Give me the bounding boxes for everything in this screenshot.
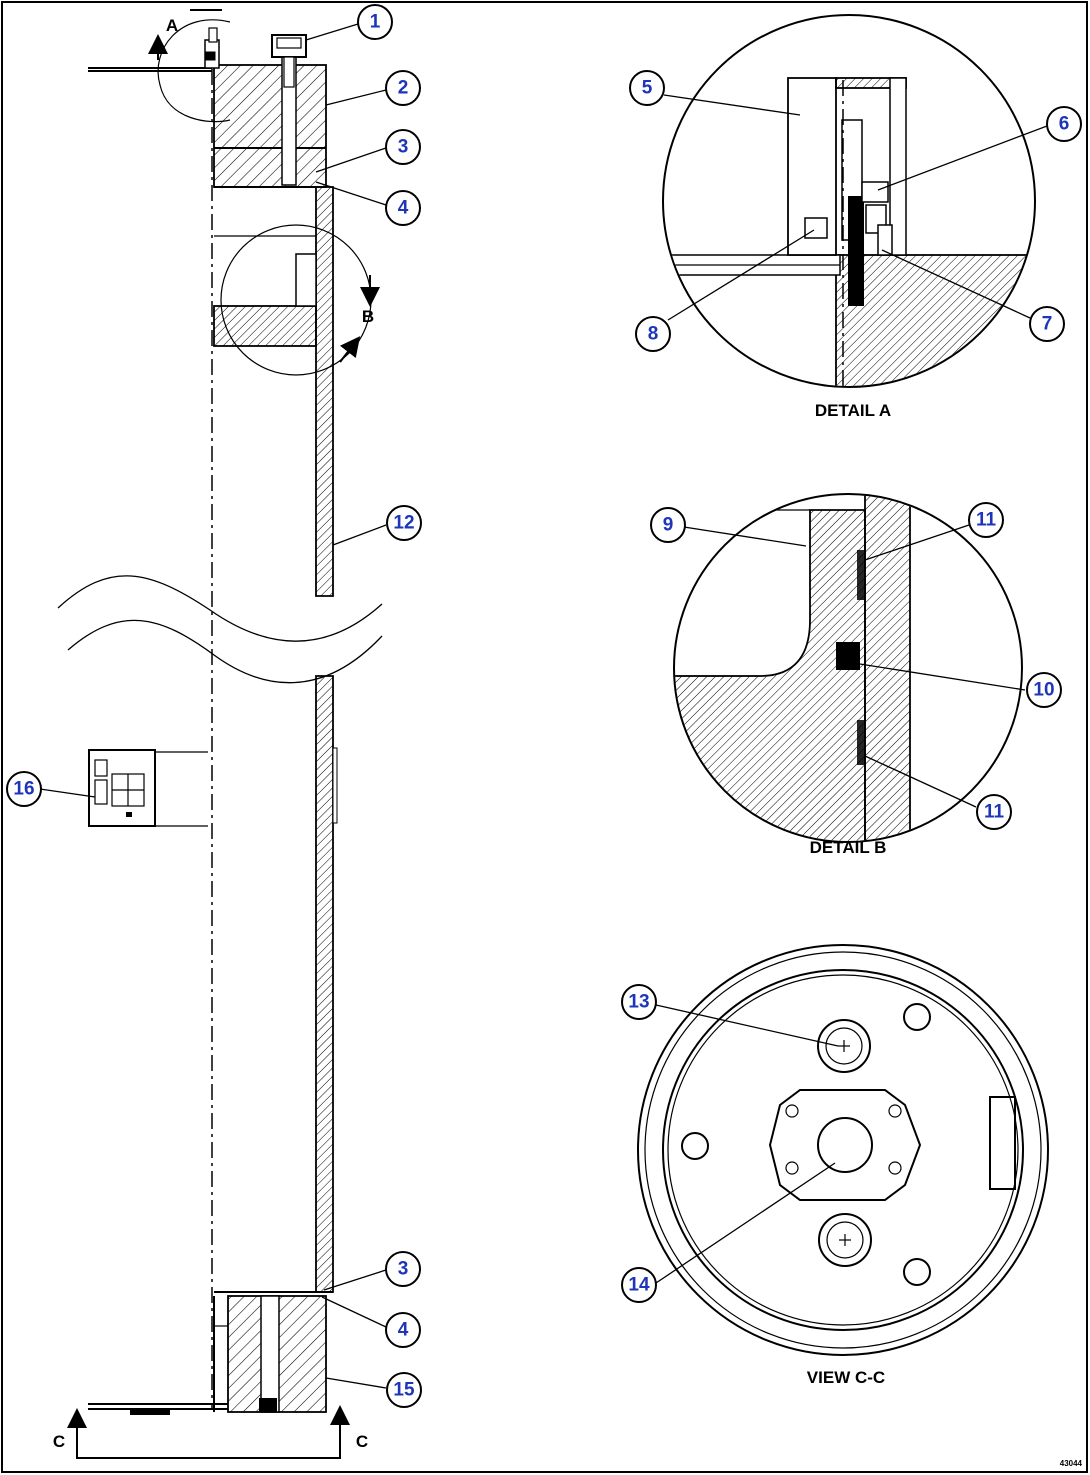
- detail-b-marker: B: [220, 224, 380, 376]
- svg-text:6: 6: [1059, 114, 1070, 135]
- callout-9: 9: [650, 507, 686, 543]
- detail-a-view: [662, 14, 1036, 388]
- callout-16: 16: [6, 771, 42, 807]
- svg-text:12: 12: [393, 513, 414, 534]
- callout-14: 14: [621, 1267, 657, 1303]
- callout-3: 3: [385, 129, 421, 165]
- callout-10: 10: [1026, 672, 1062, 708]
- svg-text:15: 15: [393, 1380, 415, 1401]
- callout-1: 1: [357, 4, 393, 40]
- svg-text:11: 11: [976, 510, 997, 531]
- svg-text:8: 8: [648, 324, 659, 345]
- callout-12: 12: [386, 505, 422, 541]
- callout-15: 15: [386, 1372, 422, 1408]
- svg-text:2: 2: [398, 78, 409, 99]
- section-marker-b: B: [362, 307, 374, 326]
- cylinder-section-view: [57, 27, 383, 1459]
- drawing-code: 43044: [1060, 1459, 1083, 1468]
- caption-detail-b: DETAIL B: [810, 838, 887, 857]
- svg-text:16: 16: [13, 779, 34, 800]
- svg-text:3: 3: [398, 1259, 409, 1280]
- svg-text:4: 4: [398, 1320, 409, 1341]
- view-cc: [637, 944, 1049, 1356]
- section-marker-c-right: C: [356, 1432, 368, 1451]
- callout-7: 7: [1029, 306, 1065, 342]
- callout-11-bottom: 11: [976, 794, 1012, 830]
- svg-text:13: 13: [628, 992, 649, 1013]
- svg-text:10: 10: [1033, 680, 1054, 701]
- callout-5: 5: [629, 70, 665, 106]
- callout-3-lower: 3: [385, 1251, 421, 1287]
- callout-6: 6: [1046, 106, 1082, 142]
- svg-text:3: 3: [398, 137, 409, 158]
- callout-4-lower: 4: [385, 1312, 421, 1348]
- svg-text:4: 4: [398, 198, 409, 219]
- detail-a-marker: A: [148, 9, 231, 123]
- callout-4: 4: [385, 190, 421, 226]
- callout-2: 2: [385, 70, 421, 106]
- svg-text:1: 1: [370, 12, 381, 33]
- cylinder-head: [213, 64, 327, 188]
- callout-11-top: 11: [968, 502, 1004, 538]
- caption-view-cc: VIEW C-C: [807, 1368, 885, 1387]
- section-marker-c-left: C: [53, 1432, 65, 1451]
- callout-8: 8: [635, 316, 671, 352]
- svg-text:11: 11: [984, 802, 1005, 823]
- svg-text:14: 14: [628, 1275, 650, 1296]
- svg-text:9: 9: [663, 515, 674, 536]
- leader-lines: [39, 23, 1048, 1389]
- detail-b-view: [673, 493, 1023, 843]
- svg-text:5: 5: [642, 78, 653, 99]
- section-marker-a: A: [166, 16, 178, 35]
- svg-text:7: 7: [1042, 314, 1053, 335]
- piston: [213, 305, 317, 347]
- callout-13: 13: [621, 984, 657, 1020]
- caption-detail-a: DETAIL A: [815, 401, 891, 420]
